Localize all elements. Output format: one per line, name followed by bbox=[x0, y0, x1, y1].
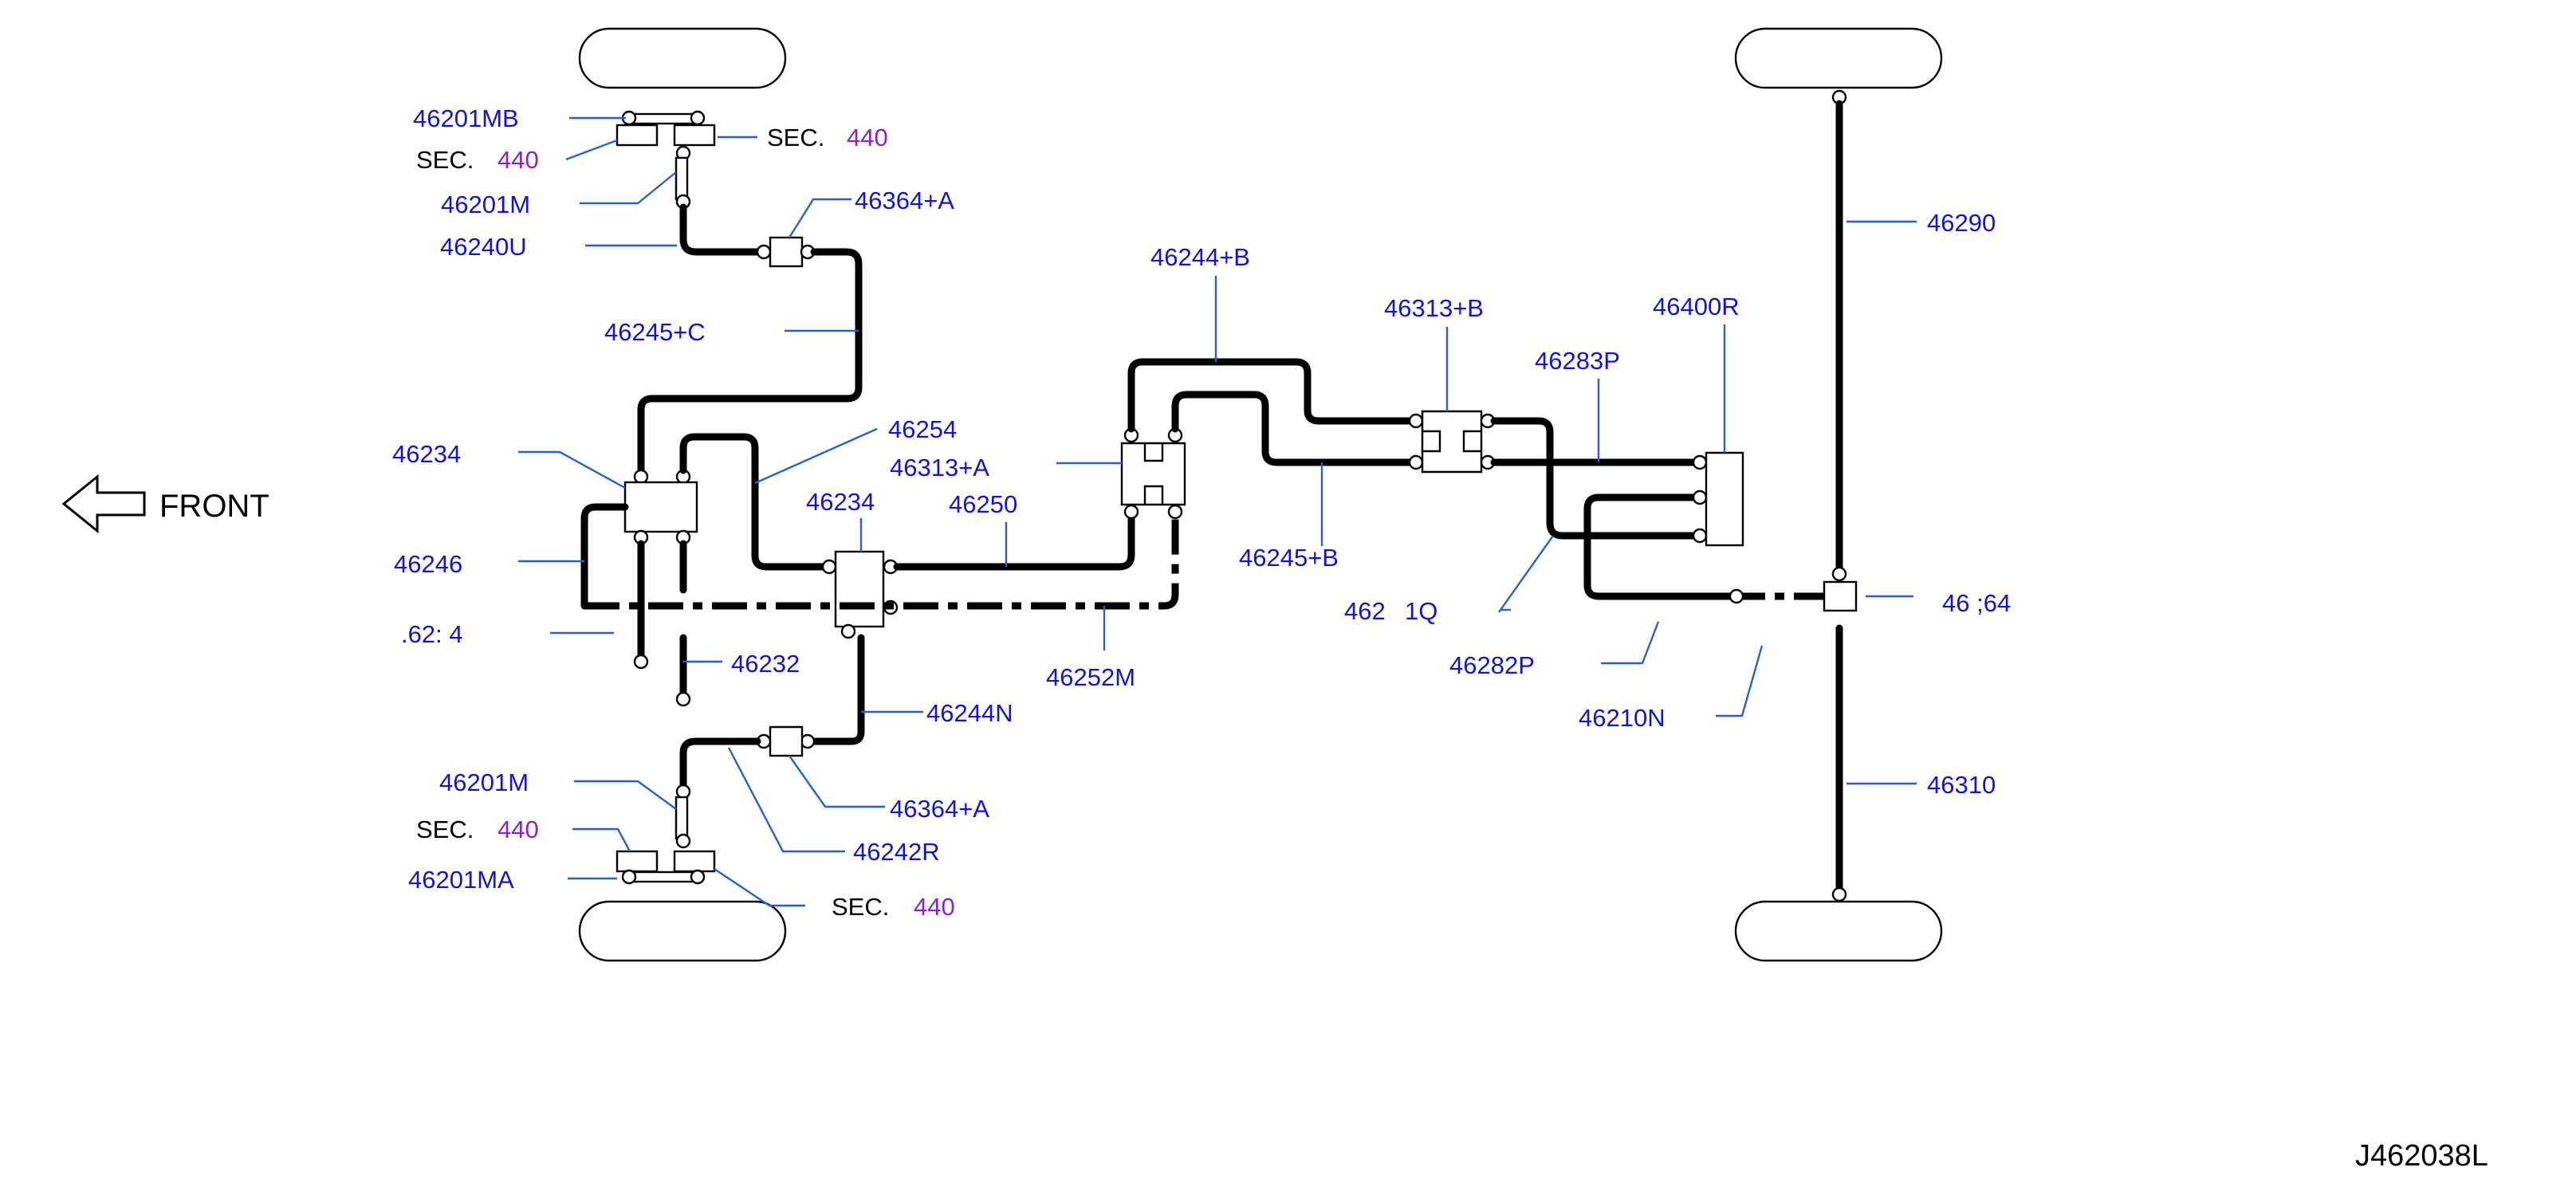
fitting-dot bbox=[1728, 588, 1744, 604]
fitting-dot bbox=[633, 654, 649, 670]
label-46313A: 46313+A bbox=[890, 454, 989, 481]
label-46282P: 46282P bbox=[1449, 651, 1535, 679]
pipe-46252M-dashed bbox=[584, 517, 1179, 610]
label-46232: 46232 bbox=[731, 650, 800, 678]
tire-front-right bbox=[578, 900, 787, 962]
fitting-dot bbox=[690, 869, 706, 885]
leader-lines bbox=[518, 116, 1917, 907]
pipe-46254 bbox=[679, 433, 833, 571]
label-46244B: 46244+B bbox=[1150, 243, 1250, 271]
tire-rear-left bbox=[1734, 27, 1943, 89]
sec-number-top-right: 440 bbox=[847, 124, 888, 151]
label-46290: 46290 bbox=[1927, 209, 1996, 237]
label-46234-mid: 46234 bbox=[806, 488, 875, 516]
caliper-bracket-top bbox=[624, 112, 698, 125]
label-46245B: 46245+B bbox=[1239, 544, 1339, 572]
label-46246: 46246 bbox=[394, 550, 462, 578]
pipe-46282P bbox=[1583, 493, 1734, 600]
label-46313B: 46313+B bbox=[1384, 294, 1484, 322]
junction-46313B bbox=[1421, 410, 1483, 474]
fitting-dot bbox=[675, 691, 691, 707]
label-46210N: 46210N bbox=[1579, 704, 1666, 732]
fitting-dot bbox=[756, 244, 772, 260]
pipe-46246 bbox=[580, 503, 629, 610]
fitting-dot bbox=[1167, 504, 1183, 520]
hose-46201M-bot bbox=[674, 796, 689, 840]
fitting-dot bbox=[690, 110, 706, 126]
fitting-dot bbox=[840, 623, 856, 639]
label-46364A-bot: 46364+A bbox=[890, 795, 989, 823]
sec-label-top-left: SEC. bbox=[416, 146, 474, 174]
sec-number-bot-left: 440 bbox=[498, 816, 539, 843]
label-46310: 46310 bbox=[1927, 771, 1996, 799]
pipe-to-46400R-top bbox=[1490, 417, 1702, 540]
label-46244N: 46244N bbox=[926, 699, 1013, 727]
caliper-right-bot bbox=[673, 850, 716, 873]
label-46201MA: 46201MA bbox=[408, 866, 514, 894]
label-46242R: 46242R bbox=[853, 838, 940, 866]
pipe-46240U bbox=[679, 203, 768, 256]
pipe-46245C bbox=[637, 248, 863, 474]
fitting-dot bbox=[1692, 528, 1708, 544]
label-46201MB: 46201MB bbox=[413, 104, 519, 132]
label-46250: 46250 bbox=[949, 490, 1017, 518]
pipe-46245B bbox=[1171, 391, 1420, 466]
caliper-bracket-bot bbox=[624, 871, 698, 883]
label-46254: 46254 bbox=[888, 415, 957, 443]
label-46245C: 46245+C bbox=[604, 318, 706, 346]
pipe-46244N bbox=[811, 634, 865, 745]
fitting-dot bbox=[1408, 413, 1424, 429]
fitting-dot bbox=[1408, 454, 1424, 470]
label-46234-left: 46234 bbox=[392, 440, 461, 468]
connector-46364A-top bbox=[769, 236, 804, 268]
junction-46234-mid bbox=[834, 550, 885, 628]
label-46201M-top: 46201M bbox=[441, 191, 530, 218]
label-46201M-bot: 46201M bbox=[439, 768, 529, 796]
connector-46364-rear bbox=[1823, 580, 1858, 612]
pipe-46244B bbox=[1127, 358, 1420, 433]
label-46240U: 46240U bbox=[440, 233, 527, 261]
fitting-dot bbox=[1831, 566, 1847, 582]
caliper-left-top bbox=[615, 124, 659, 147]
fitting-dot bbox=[800, 733, 816, 749]
fitting-dot bbox=[675, 833, 691, 849]
caliper-right-top bbox=[673, 124, 716, 147]
sec-number-top-left: 440 bbox=[498, 146, 539, 174]
junction-46234-left bbox=[623, 481, 698, 533]
connector-46364A-bot bbox=[769, 725, 804, 757]
fitting-dot bbox=[821, 559, 837, 575]
caliper-left-bot bbox=[615, 850, 659, 873]
front-label: FRONT bbox=[159, 489, 269, 524]
label-46252M: 46252M bbox=[1046, 663, 1135, 691]
label-46364-right: 46 ;64 bbox=[1942, 589, 2011, 617]
tire-front-left bbox=[578, 27, 787, 89]
label-46283P: 46283P bbox=[1535, 347, 1620, 375]
fitting-dot bbox=[1692, 454, 1708, 470]
fitting-dot bbox=[1123, 504, 1139, 520]
label-4621Q-a: 462 bbox=[1344, 597, 1386, 625]
fitting-dot bbox=[1831, 886, 1847, 902]
fitting-dot bbox=[633, 469, 649, 485]
hose-46201M-top bbox=[674, 156, 689, 201]
pipe-46242R bbox=[679, 737, 761, 789]
label-46400R: 46400R bbox=[1653, 293, 1740, 320]
sec-label-bot-right: SEC. bbox=[832, 893, 889, 921]
fitting-dot bbox=[1692, 489, 1708, 505]
sec-label-bot-left: SEC. bbox=[416, 816, 474, 843]
junction-46313A bbox=[1120, 442, 1186, 506]
unit-46400R bbox=[1705, 451, 1744, 547]
tire-rear-right bbox=[1734, 900, 1943, 962]
label-4621Q-b: 1Q bbox=[1405, 597, 1437, 625]
label-46232-partial: .62: 4 bbox=[401, 620, 463, 648]
pipe-46250 bbox=[893, 513, 1135, 571]
sec-number-bot-right: 440 bbox=[914, 893, 955, 921]
drawing-code: J462038L bbox=[2355, 1139, 2488, 1173]
front-arrow-icon bbox=[61, 474, 146, 534]
fitting-dot bbox=[675, 784, 691, 800]
fitting-dot bbox=[621, 869, 637, 885]
label-46364A-top: 46364+A bbox=[855, 187, 954, 214]
sec-label-top-right: SEC. bbox=[767, 124, 824, 151]
